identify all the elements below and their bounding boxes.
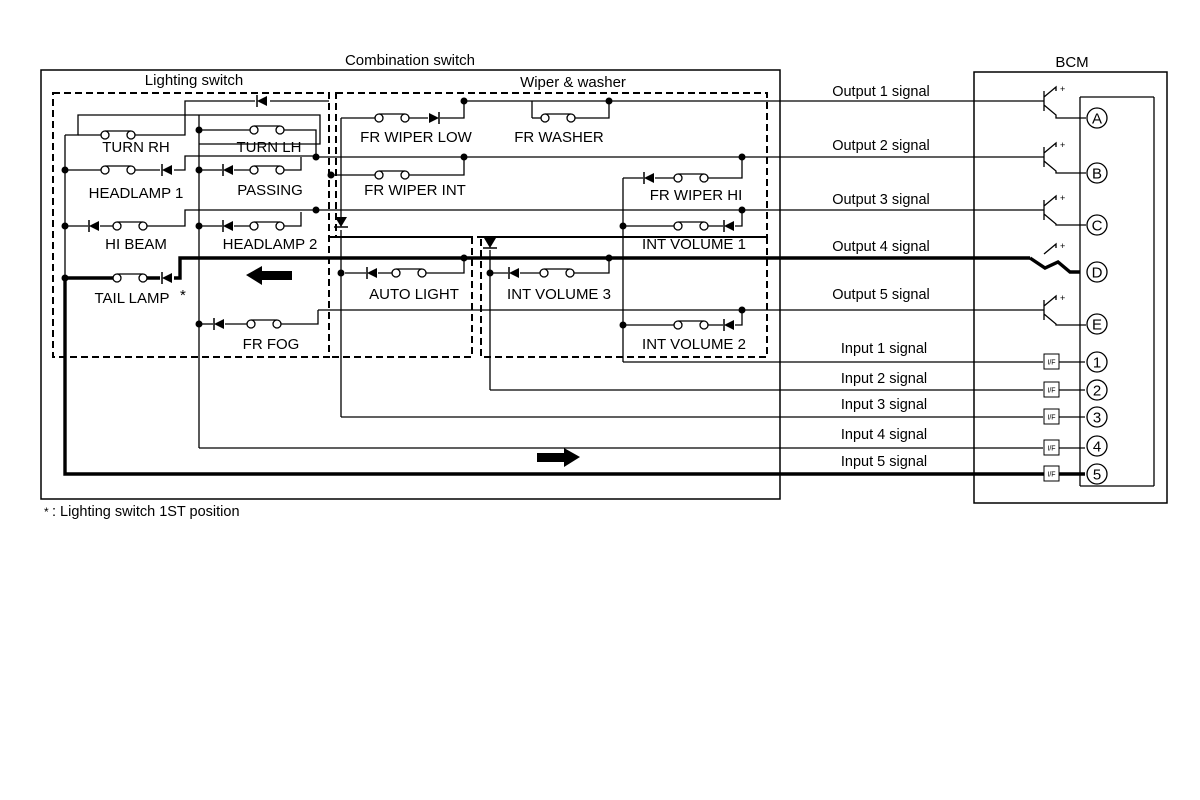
label-input-5: Input 5 signal — [841, 454, 927, 470]
svg-text:+: + — [1060, 293, 1065, 303]
lighting-switch-title: Lighting switch — [145, 72, 243, 89]
label-output-3: Output 3 signal — [832, 192, 930, 208]
label-output-2: Output 2 signal — [832, 138, 930, 154]
label-tail-lamp: TAIL LAMP — [94, 290, 169, 307]
label-auto-light: AUTO LIGHT — [369, 286, 459, 303]
svg-text:I/F: I/F — [1047, 446, 1055, 453]
label-fr-wiper-hi: FR WIPER HI — [650, 187, 743, 204]
svg-text:2: 2 — [1093, 383, 1101, 400]
terminal-b: B — [1086, 162, 1108, 184]
interface-boxes: I/F I/F I/F I/F I/F — [1043, 353, 1060, 482]
svg-text:1: 1 — [1093, 355, 1101, 372]
switch-labels: TURN RH TURN LH HEADLAMP 1 PASSING HI BE… — [89, 129, 746, 353]
svg-text:B: B — [1092, 166, 1102, 183]
terminal-2: 2 — [1086, 379, 1108, 401]
wiper-washer-wiring — [316, 100, 1030, 417]
lighting-switch-group: Lighting switch — [52, 72, 473, 358]
combination-switch-title: Combination switch — [345, 52, 475, 69]
label-int-volume-2: INT VOLUME 2 — [642, 336, 746, 353]
label-int-volume-1: INT VOLUME 1 — [642, 236, 746, 253]
combination-switch-frame: Combination switch — [40, 52, 781, 500]
label-tail-lamp-mark: * — [180, 287, 186, 304]
bcm-terminals: A B C D E 1 2 3 4 5 — [1086, 107, 1108, 485]
label-fr-washer: FR WASHER — [514, 129, 604, 146]
label-output-4: Output 4 signal — [832, 239, 930, 255]
active-circuit — [63, 256, 1080, 476]
output-transistors: + + + + + — [1030, 84, 1086, 326]
label-fr-fog: FR FOG — [243, 336, 300, 353]
svg-text:E: E — [1092, 317, 1102, 334]
svg-text:+: + — [1060, 140, 1065, 150]
current-arrows — [246, 266, 580, 467]
bcm-title: BCM — [1055, 54, 1088, 71]
wiper-washer-title: Wiper & washer — [520, 74, 626, 91]
label-fr-wiper-int: FR WIPER INT — [364, 182, 466, 199]
signal-labels: Output 1 signal Output 2 signal Output 3… — [832, 84, 930, 470]
terminal-4: 4 — [1086, 435, 1108, 457]
footnote-mark: * — [44, 505, 49, 519]
label-turn-lh: TURN LH — [236, 139, 301, 156]
bcm-frame: BCM — [973, 54, 1168, 504]
arrow-left-icon — [246, 266, 292, 285]
svg-text:4: 4 — [1093, 439, 1101, 456]
arrow-right-icon — [537, 448, 580, 467]
svg-text:A: A — [1092, 111, 1102, 128]
svg-text:I/F: I/F — [1047, 360, 1055, 367]
svg-text:+: + — [1060, 84, 1065, 94]
svg-text:I/F: I/F — [1047, 388, 1055, 395]
label-fr-wiper-low: FR WIPER LOW — [360, 129, 473, 146]
svg-text:3: 3 — [1093, 410, 1101, 427]
input-lines — [199, 361, 1085, 476]
label-headlamp-2: HEADLAMP 2 — [223, 236, 318, 253]
terminal-c: C — [1086, 214, 1108, 236]
terminal-1: 1 — [1086, 351, 1108, 373]
label-output-5: Output 5 signal — [832, 287, 930, 303]
label-passing: PASSING — [237, 182, 303, 199]
svg-text:I/F: I/F — [1047, 472, 1055, 479]
label-input-3: Input 3 signal — [841, 397, 927, 413]
svg-text:+: + — [1060, 193, 1065, 203]
svg-text:5: 5 — [1093, 467, 1101, 484]
label-input-1: Input 1 signal — [841, 341, 927, 357]
wiper-washer-group: Wiper & washer — [335, 74, 768, 358]
label-turn-rh: TURN RH — [102, 139, 170, 156]
label-input-2: Input 2 signal — [841, 371, 927, 387]
terminal-5: 5 — [1086, 463, 1108, 485]
terminal-d: D — [1086, 261, 1108, 283]
svg-text:D: D — [1092, 265, 1103, 282]
terminal-e: E — [1086, 313, 1108, 335]
svg-text:I/F: I/F — [1047, 415, 1055, 422]
label-output-1: Output 1 signal — [832, 84, 930, 100]
svg-text:+: + — [1060, 241, 1065, 251]
label-input-4: Input 4 signal — [841, 427, 927, 443]
label-headlamp-1: HEADLAMP 1 — [89, 185, 184, 202]
label-hi-beam: HI BEAM — [105, 236, 167, 253]
svg-text:C: C — [1092, 218, 1103, 235]
lighting-switch-wiring — [64, 100, 329, 448]
label-int-volume-3: INT VOLUME 3 — [507, 286, 611, 303]
terminal-a: A — [1086, 107, 1108, 129]
footnote: * : Lighting switch 1ST position — [44, 504, 240, 520]
footnote-text: : Lighting switch 1ST position — [52, 504, 240, 520]
junction-dots — [61, 97, 746, 329]
terminal-3: 3 — [1086, 406, 1108, 428]
